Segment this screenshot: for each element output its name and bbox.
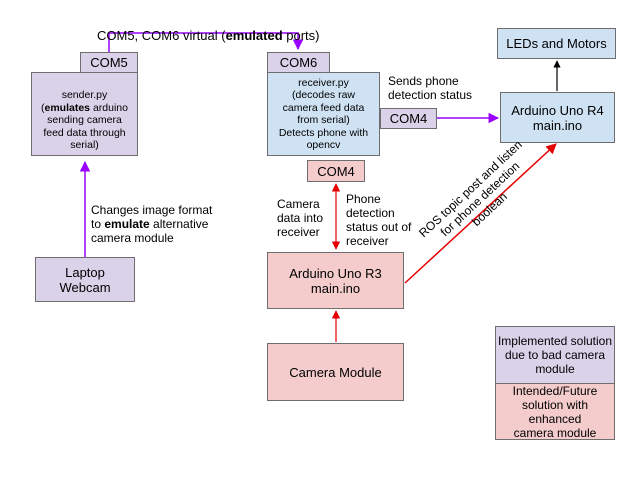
laptop-webcam-box[interactable]: Laptop Webcam [35, 257, 135, 302]
com6-port-box[interactable]: COM6 [267, 52, 330, 73]
sender-line2-bold: emulates [44, 101, 91, 114]
arduino-uno-r4-box[interactable]: Arduino Uno R4 main.ino [500, 92, 615, 143]
image-format-line2-bold: emulate [104, 217, 150, 231]
virtual-port-arrow [108, 32, 304, 52]
receiver-box[interactable]: receiver.py (decodes raw camera feed dat… [267, 72, 380, 156]
camera-module-box[interactable]: Camera Module [267, 343, 404, 401]
image-format-line1: Changes image format [91, 203, 213, 217]
leds-motors-label: LEDs and Motors [506, 36, 607, 51]
sender-filename: sender.py [61, 89, 108, 101]
com4-bottom-port-label: COM4 [317, 163, 355, 179]
camera-module-label: Camera Module [289, 364, 382, 380]
image-format-line2-post: alternative [149, 217, 209, 231]
com4-right-port-box[interactable]: COM4 [380, 108, 437, 129]
arduino-uno-r3-label: Arduino Uno R3 main.ino [289, 265, 382, 296]
title-prefix: COM5, COM6 virtual ( [97, 28, 226, 43]
image-format-line3: camera module [91, 231, 174, 245]
legend-implemented-label: Implemented solution due to bad camera m… [497, 334, 613, 376]
com6-port-label: COM6 [279, 55, 318, 70]
sends-status-annotation: Sends phone detection status [388, 74, 473, 102]
sender-description: sending camera feed data through serial) [43, 114, 126, 151]
image-format-line2-pre: to [91, 217, 105, 231]
laptop-webcam-label: Laptop Webcam [59, 264, 111, 295]
com5-port-box[interactable]: COM5 [80, 52, 138, 73]
com4-right-port-label: COM4 [389, 111, 428, 126]
ros-link-arrow [404, 143, 557, 284]
virtual-ports-title: COM5, COM6 virtual (emulated ports) [97, 13, 320, 43]
sender-line2-pre: ( [41, 101, 45, 114]
receiver-text: receiver.py (decodes raw camera feed dat… [278, 76, 369, 152]
legend-intended-label: Intended/Future solution with enhanced c… [512, 383, 598, 440]
title-suffix: ports) [282, 28, 320, 43]
camera-data-annotation: Camera data into receiver [277, 197, 324, 239]
sender-line2-post: arduino [90, 101, 128, 114]
title-bold: emulated [225, 28, 283, 43]
legend-implemented: Implemented solution due to bad camera m… [495, 326, 615, 384]
com4-bottom-port-box[interactable]: COM4 [307, 160, 365, 182]
arduino-uno-r3-box[interactable]: Arduino Uno R3 main.ino [267, 252, 404, 309]
com5-port-label: COM5 [90, 55, 128, 70]
legend-intended: Intended/Future solution with enhanced c… [495, 383, 615, 440]
leds-motors-box[interactable]: LEDs and Motors [497, 28, 616, 59]
arduino-uno-r4-label: Arduino Uno R4 main.ino [511, 102, 604, 133]
phone-detection-annotation: Phone detection status out of receiver [346, 192, 412, 248]
